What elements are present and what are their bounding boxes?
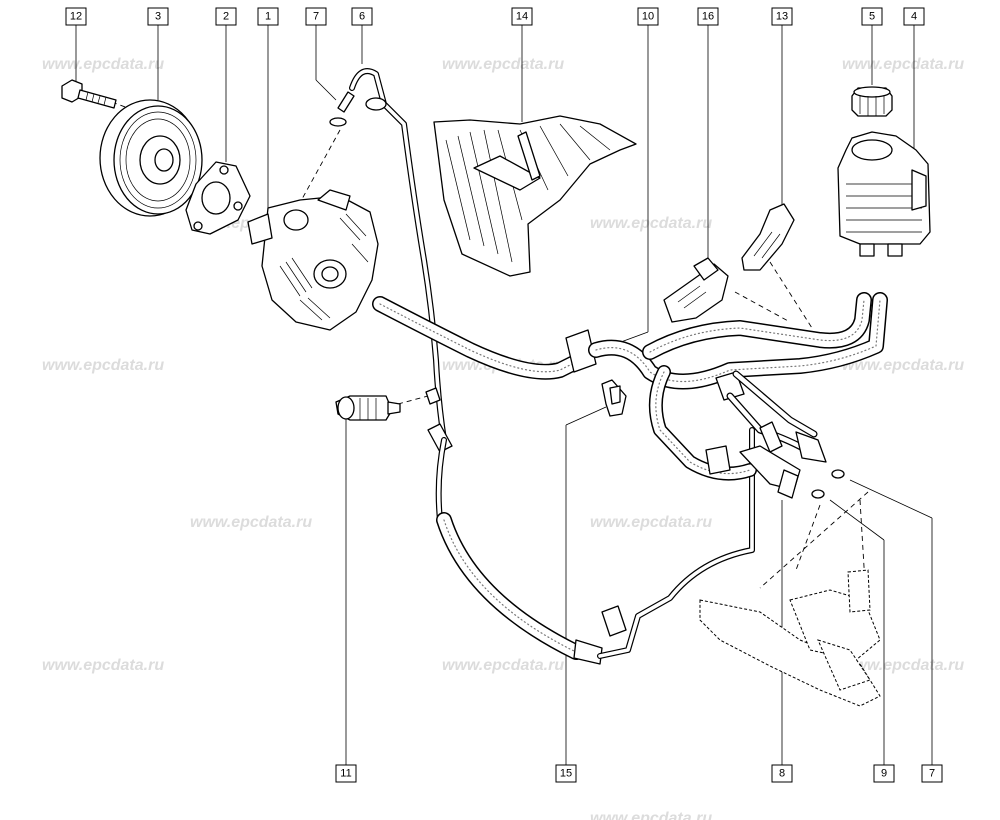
callout-8: 8 (771, 764, 793, 783)
callout-16: 16 (697, 7, 719, 26)
watermark: www.epcdata.ru (190, 514, 312, 531)
hub-flange-2 (185, 161, 251, 235)
callout-3: 3 (147, 7, 169, 26)
callout-label: 5 (869, 11, 875, 23)
callout-label: 6 (359, 11, 365, 23)
steering-rack-ghost (699, 569, 881, 707)
callout-label: 12 (70, 11, 82, 23)
callout-7-top: 7 (305, 7, 327, 26)
callout-label: 15 (560, 768, 572, 780)
callout-2: 2 (215, 7, 237, 26)
callout-label: 11 (340, 768, 351, 780)
callout-label: 8 (779, 768, 785, 780)
callout-label: 9 (881, 768, 887, 780)
watermark: www.epcdata.ru (442, 657, 564, 674)
callout-label: 14 (516, 11, 528, 23)
bracket-16 (663, 257, 729, 323)
leader-lines (75, 25, 933, 765)
steering-pump-1 (247, 189, 379, 331)
watermark: www.epcdata.ru (842, 657, 964, 674)
callouts: 12 3 2 1 7 6 14 10 16 13 5 4 11 15 8 9 7 (65, 7, 943, 783)
callout-11: 11 (335, 764, 357, 783)
pressure-pipe-6 (337, 68, 755, 665)
callout-1: 1 (257, 7, 279, 26)
clip-15 (601, 379, 627, 417)
watermark: www.epcdata.ru (842, 56, 964, 73)
watermark: www.epcdata.ru (842, 357, 964, 374)
watermark: www.epcdata.ru (590, 215, 712, 232)
bolt-12 (61, 79, 117, 109)
callout-label: 7 (929, 768, 935, 780)
callout-4: 4 (903, 7, 925, 26)
callout-label: 13 (776, 11, 788, 23)
callout-label: 7 (313, 11, 319, 23)
callout-5: 5 (861, 7, 883, 26)
callout-13: 13 (771, 7, 793, 26)
pressure-switch-11 (335, 395, 401, 421)
bracket-13 (741, 203, 795, 271)
callout-label: 1 (265, 11, 271, 23)
reservoir-cap-5 (851, 86, 893, 117)
pulley-3 (99, 99, 203, 217)
nipple-fitting (425, 387, 441, 405)
fluid-reservoir-4 (837, 131, 931, 257)
oring-9 (811, 489, 825, 499)
callout-14: 14 (511, 7, 533, 26)
callout-15: 15 (555, 764, 577, 783)
callout-12: 12 (65, 7, 87, 26)
watermark: www.epcdata.ru (590, 514, 712, 531)
watermark: www.epcdata.ru (442, 56, 564, 73)
callout-label: 16 (702, 11, 714, 23)
watermark: www.epcdata.ru (42, 357, 164, 374)
callout-label: 2 (223, 11, 229, 23)
return-hose-10 (372, 292, 888, 481)
callout-label: 10 (642, 11, 654, 23)
watermark: www.epcdata.ru (42, 56, 164, 73)
callout-6: 6 (351, 7, 373, 26)
callout-7-bottom: 7 (921, 764, 943, 783)
oring-7-bottom (831, 469, 845, 479)
watermark: www.epcdata.ru (590, 810, 712, 820)
watermark: www.epcdata.ru (42, 657, 164, 674)
callout-label: 3 (155, 11, 161, 23)
heat-shield-14 (433, 115, 637, 277)
callout-10: 10 (637, 7, 659, 26)
union-fittings (715, 370, 827, 499)
callout-9: 9 (873, 764, 895, 783)
callout-label: 4 (911, 11, 917, 23)
oring-7-top (329, 117, 347, 127)
